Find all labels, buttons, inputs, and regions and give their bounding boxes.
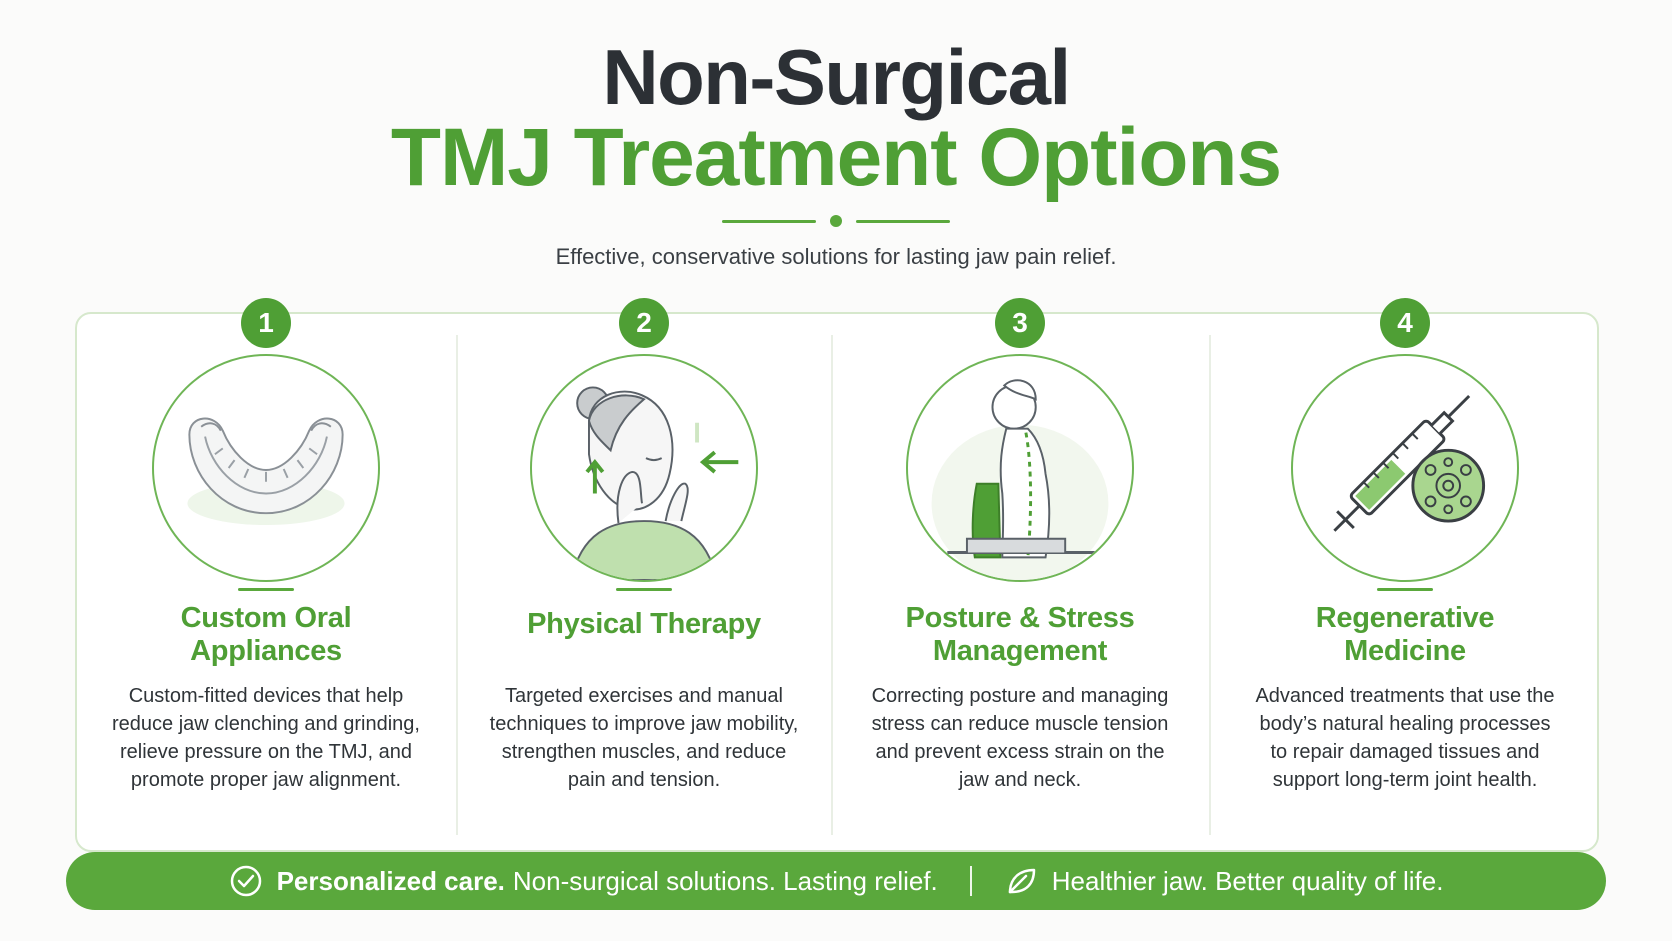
footer-banner: Personalized care. Non-surgical solution… <box>66 852 1606 910</box>
option-description: Advanced treatments that use the body’s … <box>1255 685 1555 791</box>
option-title: Posture & Stress Management <box>840 602 1200 668</box>
footer-text-2: Healthier jaw. Better quality of life. <box>1051 865 1444 896</box>
title-rule <box>238 588 294 591</box>
option-card-physical-therapy: 2 Physical Therapy Targeted exercises an… <box>464 290 824 830</box>
posture-icon <box>906 354 1134 582</box>
option-title-line2: Appliances <box>190 635 342 667</box>
leaf-icon <box>1004 864 1038 898</box>
option-title-line2: Management <box>932 635 1108 667</box>
option-title-line2: Medicine <box>1344 635 1466 667</box>
step-badge: 1 <box>241 298 291 348</box>
option-card-regenerative-medicine: 4 Regenerative Medicine Advanced t <box>1225 290 1585 830</box>
column-separator <box>1209 335 1211 835</box>
divider-dot <box>830 215 842 227</box>
option-title: Regenerative Medicine <box>1225 602 1585 668</box>
option-description: Targeted exercises and manual techniques… <box>489 685 799 791</box>
page-title-line2: TMJ Treatment Options <box>390 112 1282 203</box>
divider-line-right <box>856 219 950 223</box>
option-title-line1: Custom Oral <box>180 602 352 634</box>
step-badge: 4 <box>1380 298 1430 348</box>
physical-therapy-icon <box>530 354 758 582</box>
oral-appliance-icon <box>152 354 380 582</box>
divider-line-left <box>722 219 816 223</box>
step-badge: 3 <box>995 298 1045 348</box>
option-title: Physical Therapy <box>464 608 824 641</box>
option-card-oral-appliances: 1 Custom Oral Appliances Custom-fitted d… <box>86 290 446 830</box>
option-title: Custom Oral Appliances <box>86 602 446 668</box>
option-description: Correcting posture and managing stress c… <box>871 685 1169 791</box>
syringe-icon <box>1291 354 1519 582</box>
page-title-line1: Non-Surgical <box>602 33 1071 121</box>
column-separator <box>831 335 833 835</box>
title-divider <box>0 214 1672 228</box>
title-rule <box>1377 588 1433 591</box>
footer-bold-text: Personalized care. <box>276 865 505 896</box>
column-separator <box>456 335 458 835</box>
footer-text-1: Non-surgical solutions. Lasting relief. <box>512 865 938 896</box>
page-subtitle: Effective, conservative solutions for la… <box>555 244 1117 269</box>
step-badge: 2 <box>619 298 669 348</box>
option-title-line1: Regenerative <box>1315 602 1495 634</box>
title-rule <box>616 588 672 591</box>
footer-divider <box>969 866 972 896</box>
option-description: Custom-fitted devices that help reduce j… <box>112 685 420 791</box>
option-title-line1: Posture & Stress <box>905 602 1135 634</box>
option-title-line1: Physical Therapy <box>527 608 761 640</box>
check-circle-icon <box>229 864 263 898</box>
option-card-posture-stress: 3 Posture & Stress Management Correcting… <box>840 290 1200 830</box>
